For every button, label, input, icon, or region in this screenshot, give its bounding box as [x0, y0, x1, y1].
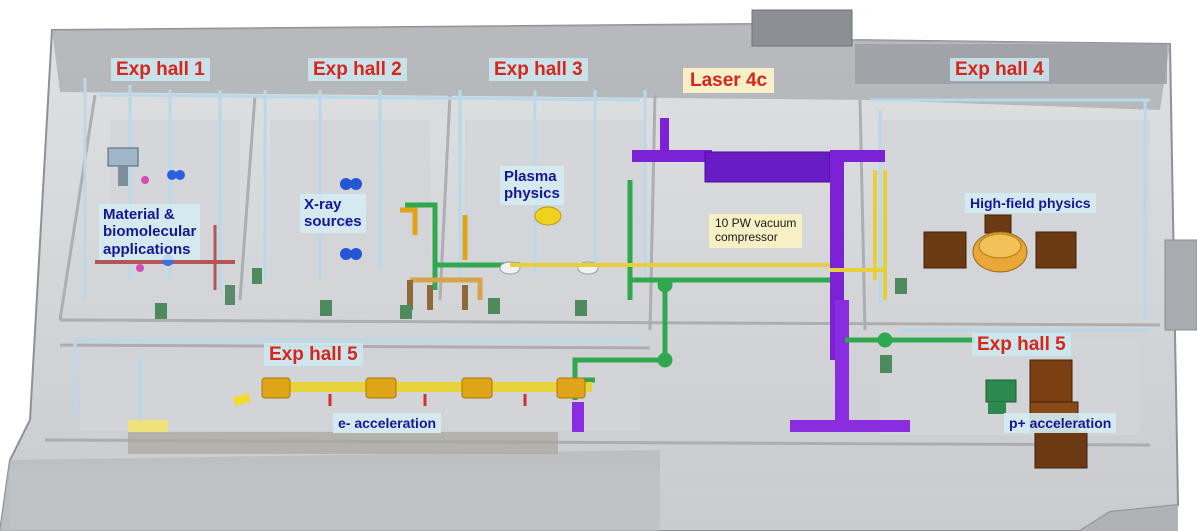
exp-hall-1-label: Exp hall 1 — [111, 58, 210, 81]
xray-sources-label: X-ray sources — [300, 194, 366, 233]
vacuum-compressor-label: 10 PW vacuum compressor — [709, 214, 803, 248]
electron-accelerator — [128, 377, 592, 454]
laser-compressor — [572, 118, 910, 432]
laser-4c-label: Laser 4c — [683, 68, 775, 93]
green-beamlines — [572, 277, 975, 400]
material-biomolecular-line-3: applications — [103, 240, 191, 258]
p-acceleration-label: p+ acceleration — [1004, 413, 1117, 433]
high-field-chamber — [880, 214, 1077, 373]
high-field-physics-label: High-field physics — [965, 193, 1096, 213]
hall1-equipment — [95, 147, 235, 319]
yellow-beamlines — [510, 170, 887, 300]
plasma-physics-line-1: Plasma — [504, 168, 557, 185]
vacuum-compressor-line-1: 10 PW vacuum — [715, 216, 797, 230]
exp-hall-5-right-label: Exp hall 5 — [972, 333, 1071, 356]
exp-hall-2-label: Exp hall 2 — [308, 58, 407, 81]
material-biomolecular-line-1: Material & — [103, 206, 175, 223]
e-acceleration-label: e- acceleration — [333, 413, 442, 433]
xray-sources-line-2: sources — [304, 213, 362, 231]
material-biomolecular-label: Material & biomolecular applications — [99, 204, 201, 260]
material-biomolecular-line-2: biomolecular — [103, 223, 197, 241]
exp-hall-3-label: Exp hall 3 — [489, 58, 588, 81]
exp-hall-4-label: Exp hall 4 — [950, 58, 1049, 81]
exp-hall-5-left-label: Exp hall 5 — [264, 343, 363, 366]
hall2-xray-equipment — [252, 178, 362, 316]
plasma-physics-label: Plasma physics — [500, 166, 564, 205]
vacuum-compressor-line-2: compressor — [715, 229, 778, 244]
plasma-physics-line-2: physics — [504, 185, 560, 203]
xray-sources-line-1: X-ray — [304, 196, 342, 213]
